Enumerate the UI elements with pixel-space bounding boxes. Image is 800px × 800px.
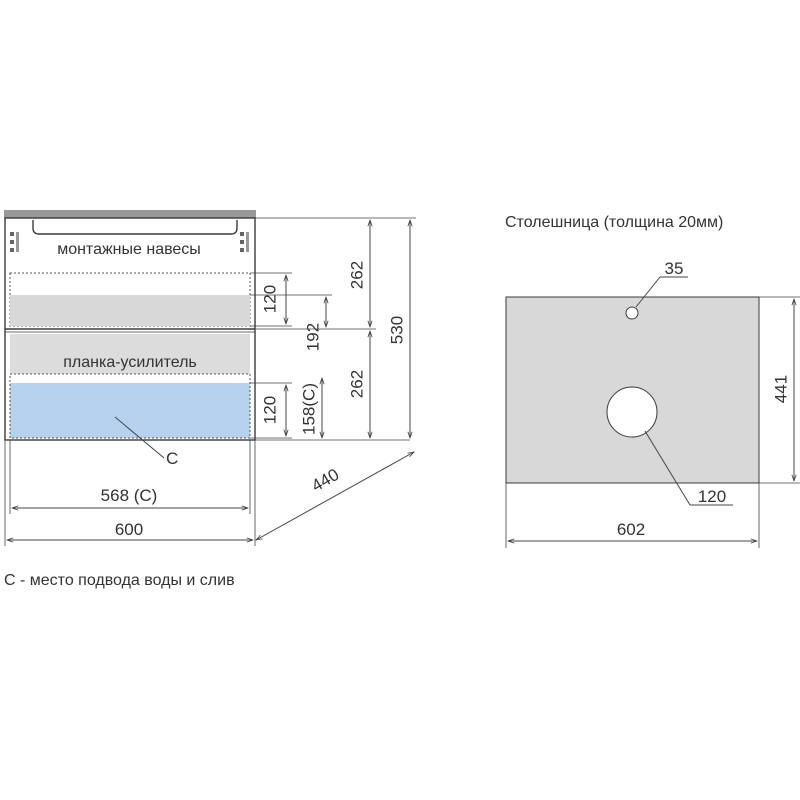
dim-441-label: 441 (771, 375, 790, 403)
countertop-edge (4, 210, 256, 218)
small-hole-label: 35 (665, 259, 684, 278)
dim-530-label: 530 (387, 316, 406, 344)
dim-120-c-label: 120 (260, 396, 279, 424)
small-hole-icon (625, 306, 639, 320)
upper-handle (32, 220, 238, 235)
mount-hanger-right-icon (240, 232, 249, 252)
dim-158-label: 158(C) (299, 383, 318, 435)
dim-440-label: 440 (308, 465, 342, 496)
depth-dim: 440 (255, 217, 414, 540)
countertop-view: Столешница (толщина 20мм) 35 120 602 441 (505, 214, 800, 548)
legend-text: C - место подвода воды и слив (4, 572, 235, 589)
c-leader (114, 416, 165, 459)
large-hole-icon (606, 386, 658, 438)
large-hole-label: 120 (698, 487, 726, 506)
mount-label: монтажные навесы (57, 241, 201, 258)
reinforcing-strip (10, 295, 250, 326)
cabinet-front-view: монтажные навесы планка-усилитель C (4, 210, 256, 468)
mount-hanger-left-icon (10, 232, 19, 252)
mount-label-bg (40, 238, 218, 258)
dim-120-strip-label: 120 (260, 285, 279, 313)
dim-262-upper-label: 262 (347, 261, 366, 289)
c-zone (10, 383, 250, 438)
strip-lower-zone (10, 334, 250, 374)
dim-602-label: 602 (617, 520, 645, 539)
dim-440-line (256, 452, 414, 540)
small-hole-leader (635, 276, 661, 308)
dim-192-label: 192 (303, 323, 322, 351)
c-zone-outline (9, 373, 251, 439)
large-hole-leader (644, 430, 691, 506)
countertop-title: Столешница (толщина 20мм) (505, 214, 723, 231)
strip-label: планка-усилитель (63, 354, 197, 371)
front-vertical-dims: 120 192 120 158(C) 262 262 530 (250, 217, 416, 438)
front-horizontal-dims: 568 (C) 600 (4, 440, 256, 546)
dim-568-label: 568 (C) (101, 486, 158, 505)
dim-262-lower-label: 262 (347, 370, 366, 398)
dim-600-label: 600 (115, 520, 143, 539)
c-label: C (166, 449, 178, 468)
